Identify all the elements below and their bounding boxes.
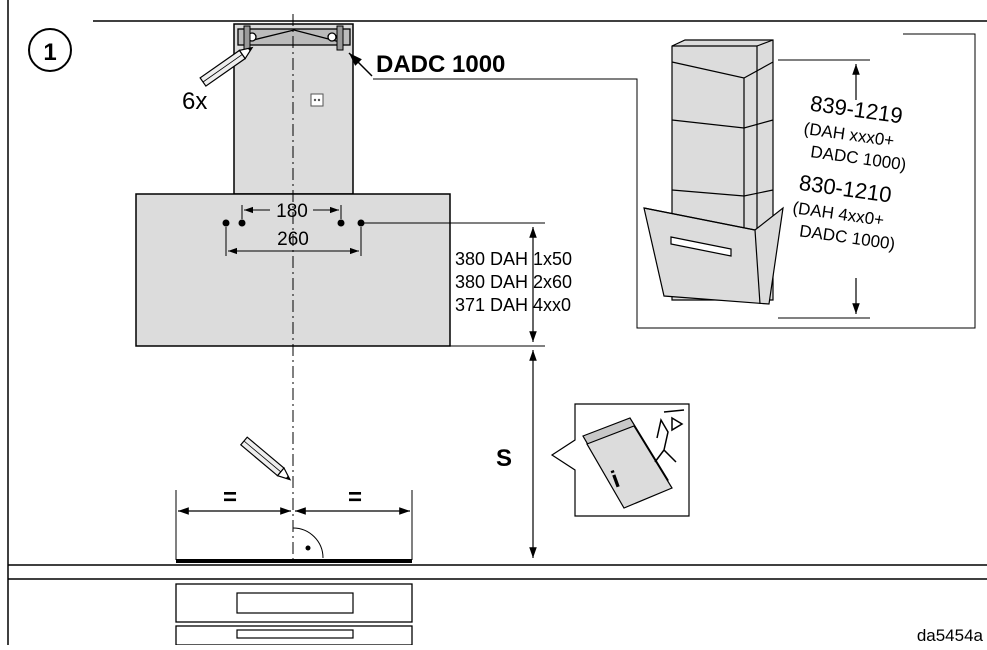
distance-label: S: [496, 445, 512, 472]
accessory-label: DADC 1000: [376, 51, 505, 78]
screw-count: 6x: [182, 88, 207, 115]
equal-sign-left: =: [223, 484, 237, 511]
figure-code: da5454a: [917, 626, 984, 645]
chimney-3d-drawing: [643, 39, 784, 305]
reading-person-icon: [654, 409, 685, 463]
height-spec-1: 380 DAH 1x50: [455, 249, 572, 269]
height-spec-3: 371 DAH 4xx0: [455, 295, 571, 315]
manual-reference-box: i: [550, 403, 690, 517]
pencil-icon: [199, 46, 254, 87]
right-angle-marker: [292, 527, 324, 559]
marking-pencil-icon: [239, 436, 292, 481]
callout-leader: [373, 78, 638, 115]
step-number: 1: [43, 39, 56, 66]
dim-holes-outer: 260: [277, 229, 309, 250]
mounting-holes: [222, 219, 365, 227]
height-spec-2: 380 DAH 2x60: [455, 272, 572, 292]
step-number-badge: 1: [28, 28, 72, 72]
accessory-pointer-arrow: [348, 52, 373, 77]
equal-sign-right: =: [348, 484, 362, 511]
oven-unit: [175, 583, 413, 646]
manual-book-icon: i: [582, 417, 673, 509]
power-socket-icon: [310, 93, 324, 107]
dim-holes-inner: 180: [276, 201, 308, 222]
chimney-inset-box: 839-1219 (DAH xxx0+ DADC 1000) 830-1210 …: [636, 33, 976, 329]
